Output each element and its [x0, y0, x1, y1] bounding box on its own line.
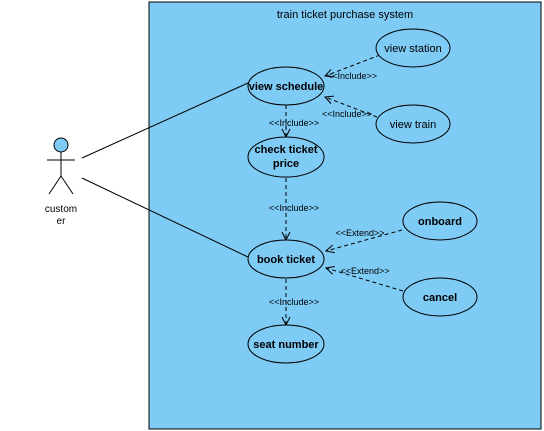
label-cancel: cancel — [423, 292, 457, 304]
actor-label-line2: er — [57, 216, 67, 227]
association-book-ticket — [81, 177, 249, 258]
include-label-train: <<Include>> — [322, 109, 372, 119]
label-check-price-line1: check ticket — [255, 144, 318, 156]
label-book-ticket: book ticket — [257, 254, 315, 266]
label-view-schedule: view schedule — [249, 81, 324, 93]
extend-onboard — [326, 229, 403, 251]
use-case-check-ticket-price[interactable]: check ticket price — [247, 136, 325, 178]
use-case-view-schedule[interactable]: view schedule — [247, 66, 325, 106]
use-case-view-train[interactable]: view train — [375, 104, 451, 144]
include-label-book-ticket: <<Include>> — [269, 203, 319, 213]
use-case-onboard[interactable]: onboard — [402, 201, 478, 241]
extend-label-cancel: <<Extend>> — [340, 266, 389, 276]
include-view-train — [325, 97, 378, 118]
use-case-cancel[interactable]: cancel — [402, 277, 478, 317]
use-case-seat-number[interactable]: seat number — [247, 324, 325, 364]
use-case-view-station[interactable]: view station — [375, 28, 451, 68]
label-onboard: onboard — [418, 216, 462, 228]
use-case-book-ticket[interactable]: book ticket — [247, 239, 325, 279]
include-label-station: <<Include>> — [327, 71, 377, 81]
actor-left-leg — [48, 175, 62, 195]
extend-cancel — [326, 268, 404, 292]
association-view-schedule — [81, 82, 249, 159]
label-view-station: view station — [384, 43, 441, 55]
actor-customer[interactable]: custom er — [45, 137, 77, 227]
label-view-train: view train — [390, 119, 436, 131]
label-check-price-line2: price — [273, 158, 299, 170]
extend-label-onboard: <<Extend>> — [335, 228, 384, 238]
actor-right-leg — [60, 175, 74, 195]
actor-head — [53, 137, 69, 153]
actor-label-line1: custom — [45, 204, 77, 215]
include-label-seat-number: <<Include>> — [269, 297, 319, 307]
system-boundary — [148, 1, 542, 430]
include-label-check-price: <<Include>> — [269, 118, 319, 128]
system-title: train ticket purchase system — [277, 9, 413, 21]
include-view-station — [325, 54, 381, 76]
label-seat-number: seat number — [253, 339, 319, 351]
